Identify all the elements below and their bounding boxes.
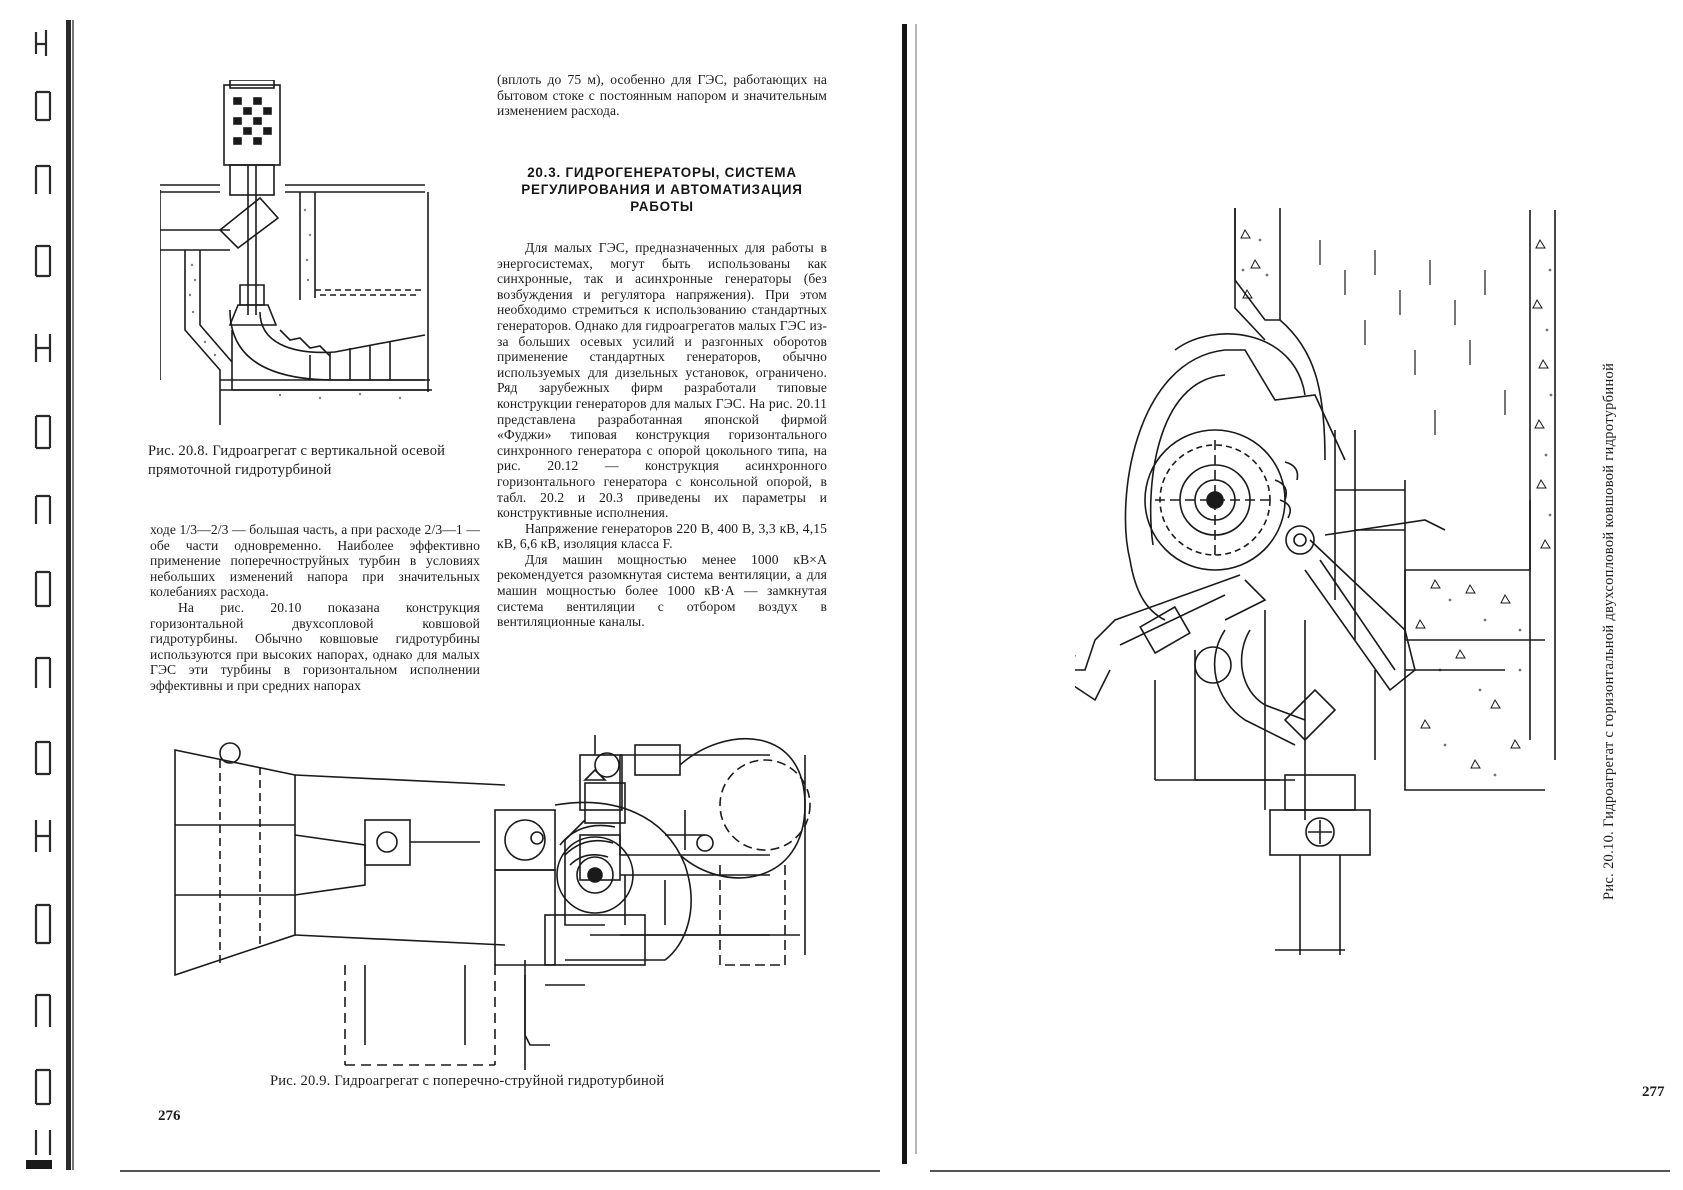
section-text: Для малых ГЭС, предназначенных для работ…	[497, 240, 827, 630]
figure-20-8-vertical-axial-turbine	[160, 80, 432, 425]
bottom-edge-right	[930, 1170, 1670, 1172]
figure-20-8-caption: Рис. 20.8. Гидроагрегат с вертикальной о…	[148, 443, 446, 478]
figure-20-9-caption: Рис. 20.9. Гидроагрегат с поперечно-стру…	[270, 1073, 665, 1089]
page-number-right: 277	[1642, 1084, 1665, 1100]
gutter-shadow	[915, 24, 917, 1154]
figure-20-10-pelton-turbine	[1075, 208, 1556, 955]
paragraph-crossflow: ходе 1/3—2/3 — большая часть, а при расх…	[150, 522, 481, 600]
paragraph-voltage: Напряжение генераторов 220 В, 400 В, 3,3…	[497, 520, 827, 552]
paragraph-generators: Для малых ГЭС, предназначенных для работ…	[497, 240, 827, 521]
page-number-left: 276	[158, 1108, 181, 1124]
paragraph-fig-20-10-intro: На рис. 20.10 показана конструкция гориз…	[150, 599, 480, 693]
section-heading: 20.3. ГИДРОГЕНЕРАТОРЫ, СИСТЕМА РЕГУЛИРОВ…	[521, 165, 803, 214]
left-column-text: ходе 1/3—2/3 — большая часть, а при расх…	[150, 522, 480, 694]
paragraph-ventilation: Для машин мощностью менее 1000 кВ×А реко…	[497, 551, 827, 630]
bottom-edge-left	[120, 1170, 880, 1172]
center-gutter	[902, 24, 907, 1164]
figure-20-9-crossflow-turbine	[174, 735, 811, 1070]
continued-paragraph: (вплоть до 75 м), особенно для ГЭС, рабо…	[497, 72, 827, 119]
figure-20-10-caption: Рис. 20.10. Гидроагрегат с горизонтально…	[1601, 362, 1617, 900]
binding-edge	[26, 20, 74, 1170]
